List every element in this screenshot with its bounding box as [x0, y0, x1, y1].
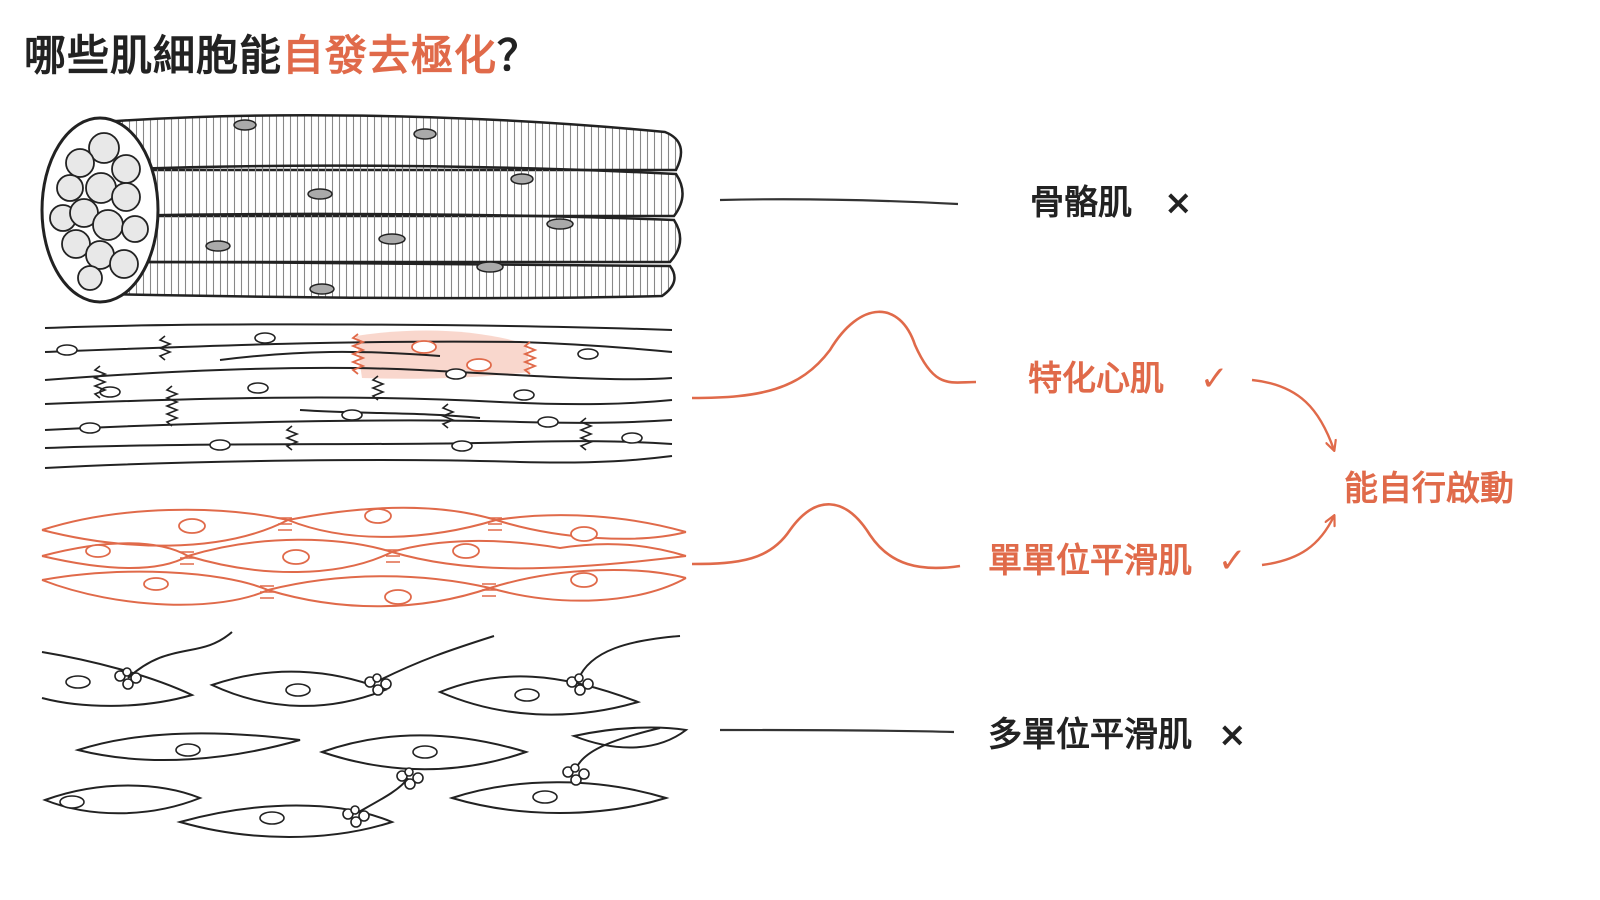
mark-specialized-cardiac: ✓: [1200, 359, 1229, 399]
label-single-unit-smooth: 單單位平滑肌: [988, 541, 1192, 581]
title-highlight: 自發去極化: [282, 31, 498, 80]
title-suffix: ？: [497, 31, 541, 80]
skeletal-muscle-illustration: [40, 114, 684, 304]
label-multi-unit-smooth: 多單位平滑肌: [988, 715, 1192, 755]
skeletal-flat-trace: [719, 198, 959, 206]
result-label: 能自行啟動: [1344, 469, 1514, 509]
mark-single-unit-smooth: ✓: [1218, 541, 1247, 581]
mark-skeletal-muscle: ×: [1164, 183, 1193, 223]
label-skeletal-muscle: 骨骼肌: [1030, 183, 1132, 223]
cardiac-muscle-illustration: [44, 323, 673, 469]
mark-multi-unit-smooth: ×: [1218, 715, 1247, 755]
title-prefix: 哪些肌細胞能: [24, 31, 283, 80]
single-unit-action-potential-trace: [691, 503, 961, 570]
multi-unit-smooth-muscle-illustration: [41, 631, 689, 838]
cardiac-action-potential-trace: [691, 310, 977, 400]
multi-unit-flat-trace: [719, 728, 955, 734]
arrow-single-unit-to-result: [1261, 516, 1334, 567]
single-unit-smooth-muscle-illustration: [41, 506, 687, 608]
arrow-cardiac-to-result: [1251, 378, 1334, 450]
label-specialized-cardiac: 特化心肌: [1028, 359, 1164, 399]
page-title: 哪些肌細胞能自發去極化？: [24, 22, 540, 83]
